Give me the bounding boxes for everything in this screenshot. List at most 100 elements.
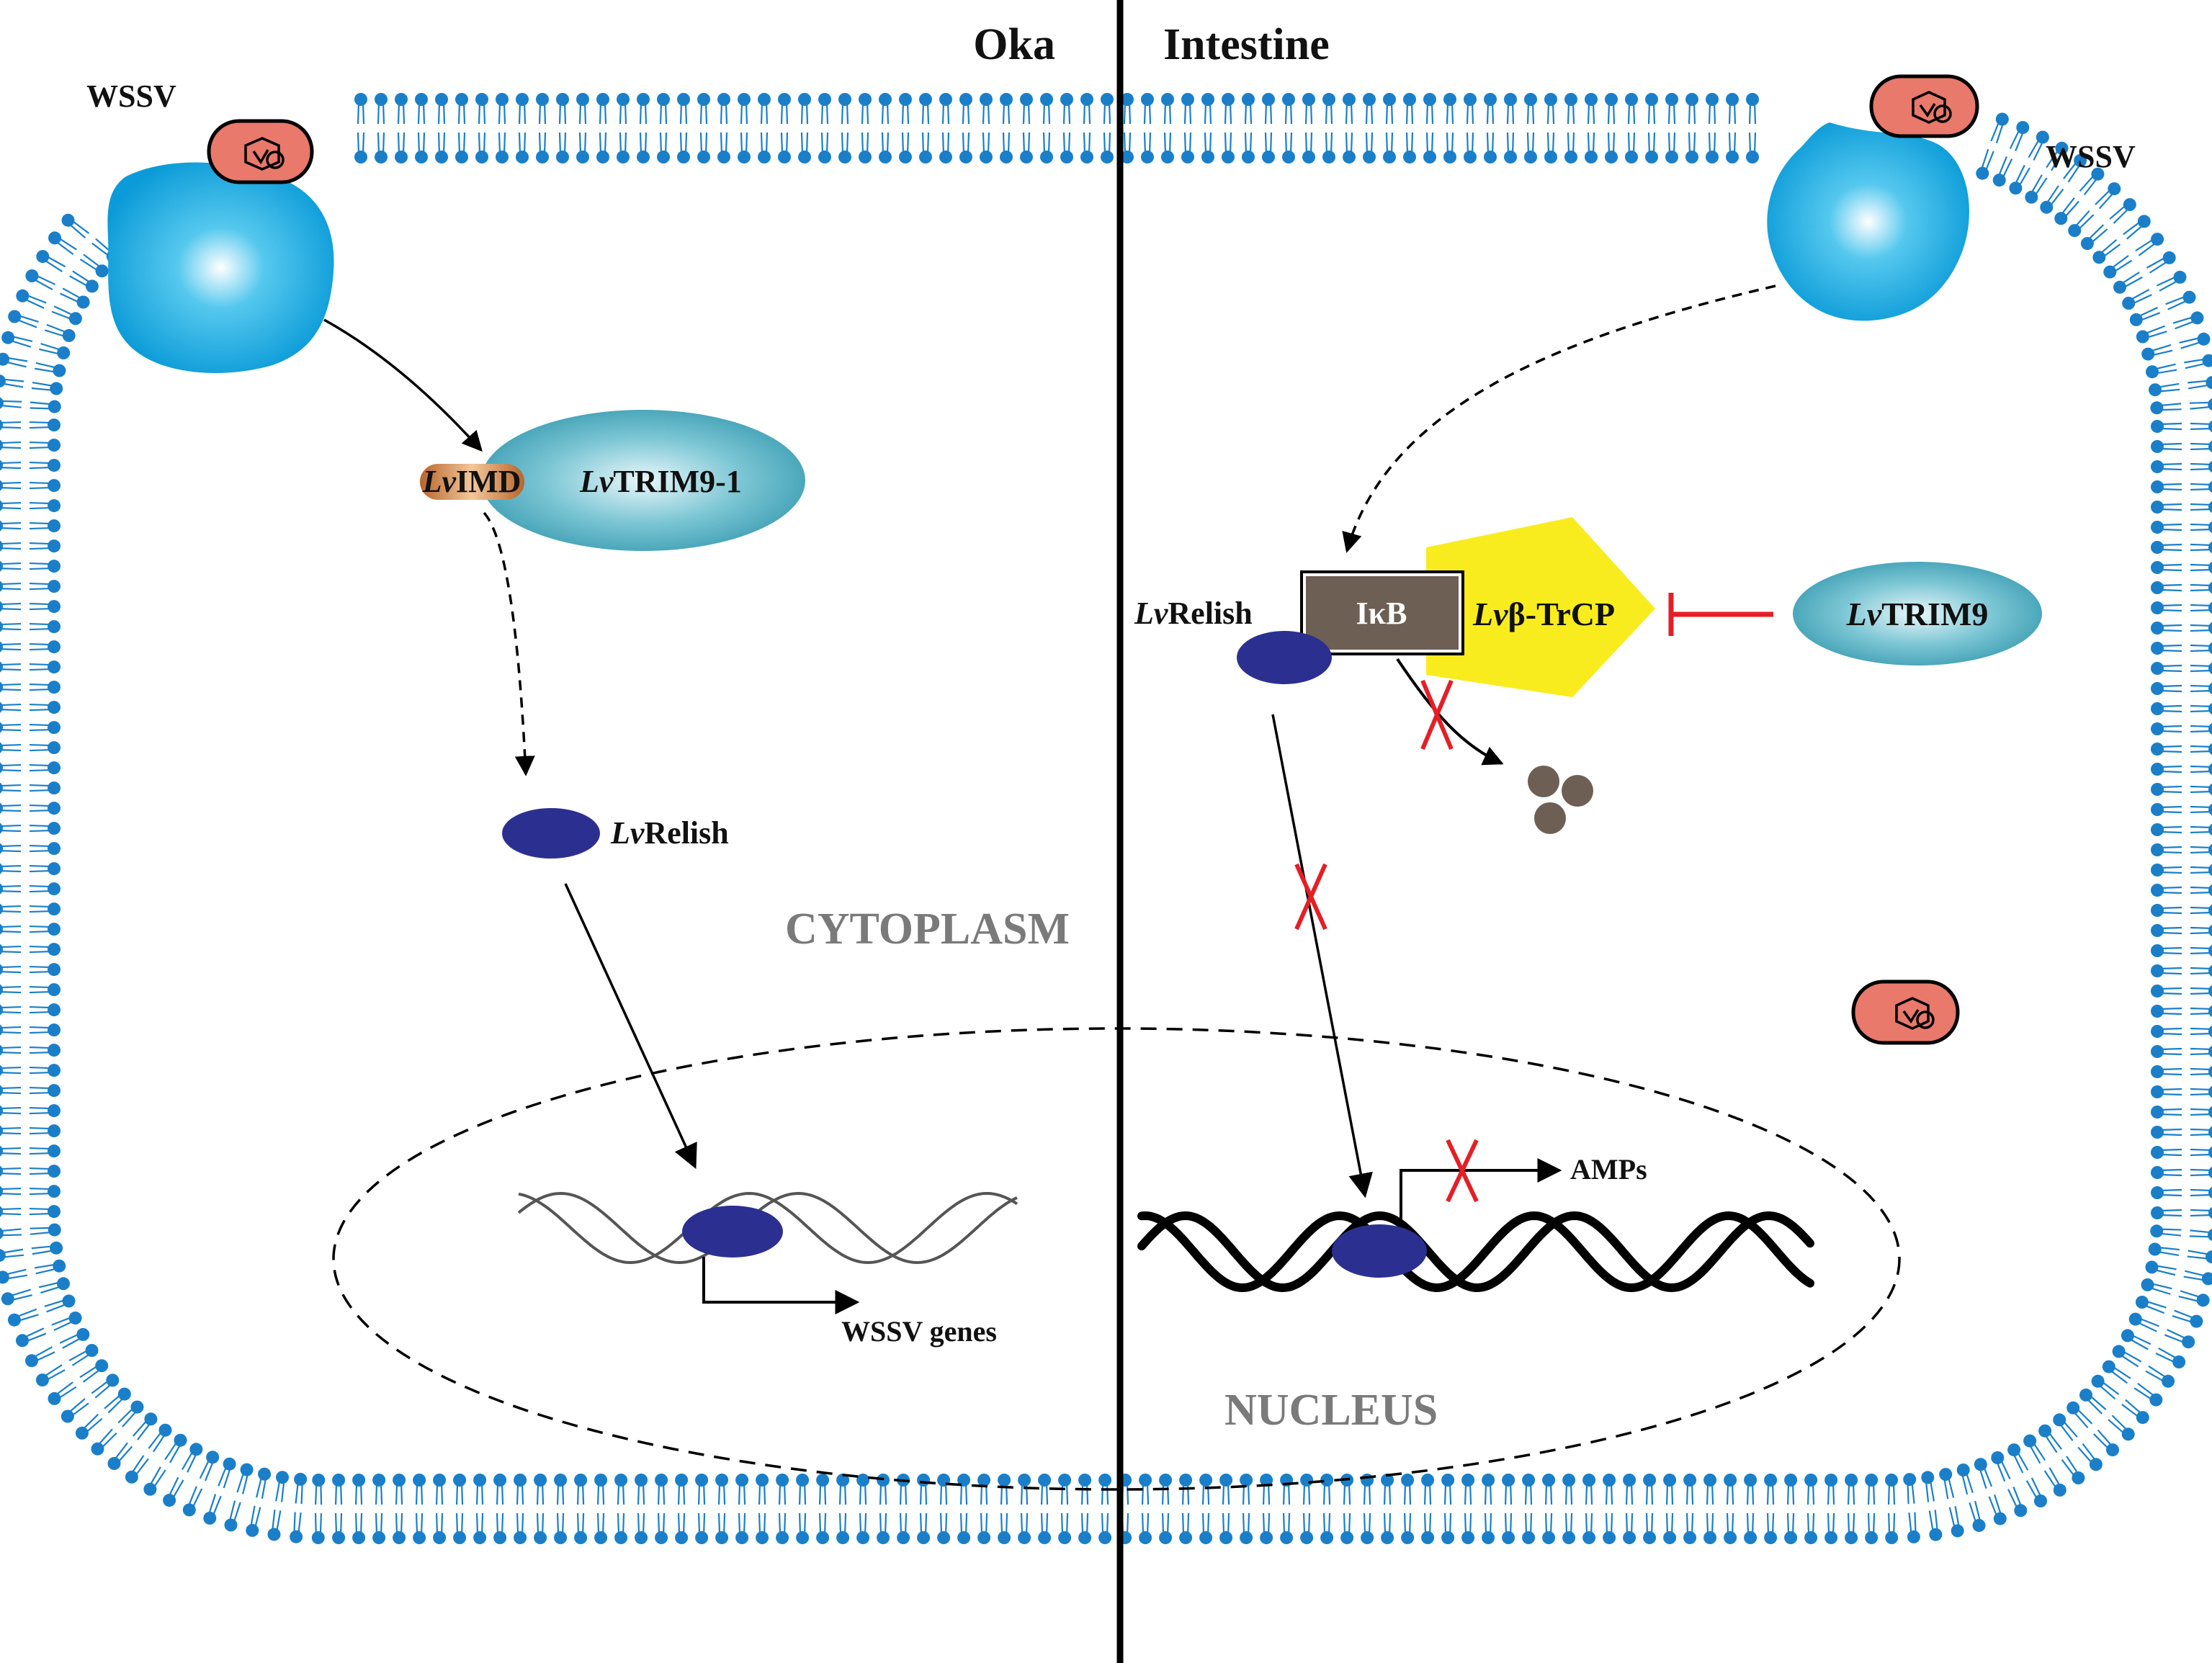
lipid-head bbox=[1421, 1474, 1435, 1487]
lipid-tails bbox=[1667, 102, 1676, 155]
lipid-head bbox=[354, 93, 367, 106]
lipid-head bbox=[1524, 93, 1537, 106]
lipid-head bbox=[0, 397, 4, 409]
lipid-head bbox=[1441, 1531, 1455, 1544]
lipid-head bbox=[48, 660, 61, 674]
lipid-head bbox=[433, 1474, 447, 1487]
lipid-head bbox=[493, 1531, 507, 1544]
lipid-head bbox=[697, 93, 710, 106]
lipid-head bbox=[2150, 1224, 2164, 1238]
lipid-head bbox=[2208, 420, 2212, 433]
arrow-relish-to-nucleus-right bbox=[1271, 714, 1373, 1198]
lipid-head bbox=[917, 1531, 931, 1544]
lipid-head bbox=[2054, 212, 2068, 225]
lipid-head bbox=[48, 439, 61, 452]
lipid-tails bbox=[16, 1299, 68, 1322]
lipid-head bbox=[939, 93, 952, 106]
lipid-head bbox=[2208, 843, 2212, 856]
receptor-left bbox=[107, 162, 334, 373]
lipid-head bbox=[1972, 1519, 1986, 1532]
lipid-head bbox=[1544, 151, 1557, 163]
lipid-head bbox=[0, 903, 3, 915]
lipid-head bbox=[1262, 93, 1275, 106]
lipid-tails bbox=[2154, 1265, 2206, 1281]
lipid-head bbox=[2208, 743, 2212, 756]
lipid-head bbox=[1403, 93, 1416, 106]
lipid-tails bbox=[0, 642, 52, 651]
block-mark-transcription bbox=[1446, 1139, 1479, 1203]
lipid-head bbox=[395, 151, 408, 163]
lipid-tails bbox=[717, 1482, 726, 1536]
lipid-tails bbox=[1101, 1482, 1109, 1536]
lipid-tails bbox=[16, 314, 68, 338]
lipid-tails bbox=[962, 102, 970, 155]
lipid-head bbox=[856, 1474, 870, 1487]
lipid-head bbox=[1703, 1474, 1717, 1487]
lipid-tails bbox=[1806, 1482, 1815, 1536]
lipid-tails bbox=[2159, 1047, 2212, 1056]
lipid-tails bbox=[24, 1316, 74, 1342]
lipid-head bbox=[0, 1165, 3, 1177]
lipid-tails bbox=[0, 501, 52, 510]
lipid-head bbox=[415, 93, 428, 106]
lipid-tails bbox=[82, 1394, 125, 1434]
lipid-tails bbox=[1062, 102, 1071, 155]
lipid-head bbox=[0, 520, 3, 532]
lipid-tails bbox=[0, 844, 52, 853]
lipid-head bbox=[2122, 297, 2136, 310]
lipid-tails bbox=[0, 582, 52, 591]
lipid-head bbox=[1260, 1474, 1273, 1487]
lipid-head bbox=[2036, 130, 2049, 144]
lipid-head bbox=[2149, 383, 2162, 397]
lipid-tails bbox=[1403, 1482, 1412, 1536]
lipid-head bbox=[50, 382, 63, 395]
lipid-tails bbox=[1708, 102, 1716, 155]
lipid-head bbox=[0, 1270, 9, 1284]
lipid-head bbox=[859, 93, 872, 106]
lipid-tails bbox=[578, 102, 587, 155]
lipid-tails bbox=[2159, 1128, 2212, 1137]
lipid-tails bbox=[1222, 1482, 1230, 1536]
lipid-tails bbox=[1706, 1482, 1714, 1536]
lipid-head bbox=[1482, 1531, 1495, 1544]
lipid-head bbox=[1744, 1531, 1757, 1544]
lipid-tails bbox=[1040, 1482, 1049, 1536]
trim9-1-protein bbox=[481, 410, 805, 551]
lipid-tails bbox=[2087, 204, 2130, 244]
lipid-tails bbox=[2159, 422, 2212, 431]
lipid-tails bbox=[1083, 102, 1091, 155]
lipid-tails bbox=[1365, 102, 1374, 155]
lipid-tails bbox=[556, 1482, 565, 1536]
lipid-head bbox=[1991, 1451, 2005, 1464]
lipid-head bbox=[1219, 1474, 1233, 1487]
lipid-head bbox=[1625, 151, 1638, 163]
lipid-head bbox=[48, 1223, 61, 1237]
lipid-head bbox=[1585, 93, 1598, 106]
lipid-head bbox=[1080, 151, 1093, 163]
lipid-head bbox=[1302, 93, 1315, 106]
lipid-tails bbox=[1405, 102, 1414, 155]
lipid-head bbox=[695, 1531, 709, 1544]
lipid-head bbox=[998, 1531, 1011, 1544]
lipid-head bbox=[2151, 662, 2164, 675]
lipid-head bbox=[1000, 93, 1013, 106]
lipid-head bbox=[1322, 151, 1335, 163]
lipid-tails bbox=[0, 824, 52, 833]
lipid-head bbox=[879, 151, 892, 163]
lipid-tails bbox=[1143, 102, 1152, 155]
lipid-head bbox=[818, 93, 831, 106]
lipid-head bbox=[655, 1474, 668, 1487]
lipid-head bbox=[48, 1044, 61, 1057]
lipid-head bbox=[959, 93, 972, 106]
lipid-tails bbox=[0, 1207, 52, 1216]
lipid-head bbox=[2136, 1411, 2149, 1425]
lipid-tails bbox=[1020, 1482, 1029, 1536]
lipid-head bbox=[514, 1474, 527, 1487]
relish-label-right: LvRelish bbox=[1134, 596, 1253, 631]
lipid-head bbox=[2208, 702, 2212, 715]
lipid-head bbox=[1562, 1531, 1576, 1544]
lipid-head bbox=[2151, 1085, 2164, 1098]
lipid-head bbox=[8, 310, 22, 323]
ikb-label: IκB bbox=[1356, 596, 1407, 631]
